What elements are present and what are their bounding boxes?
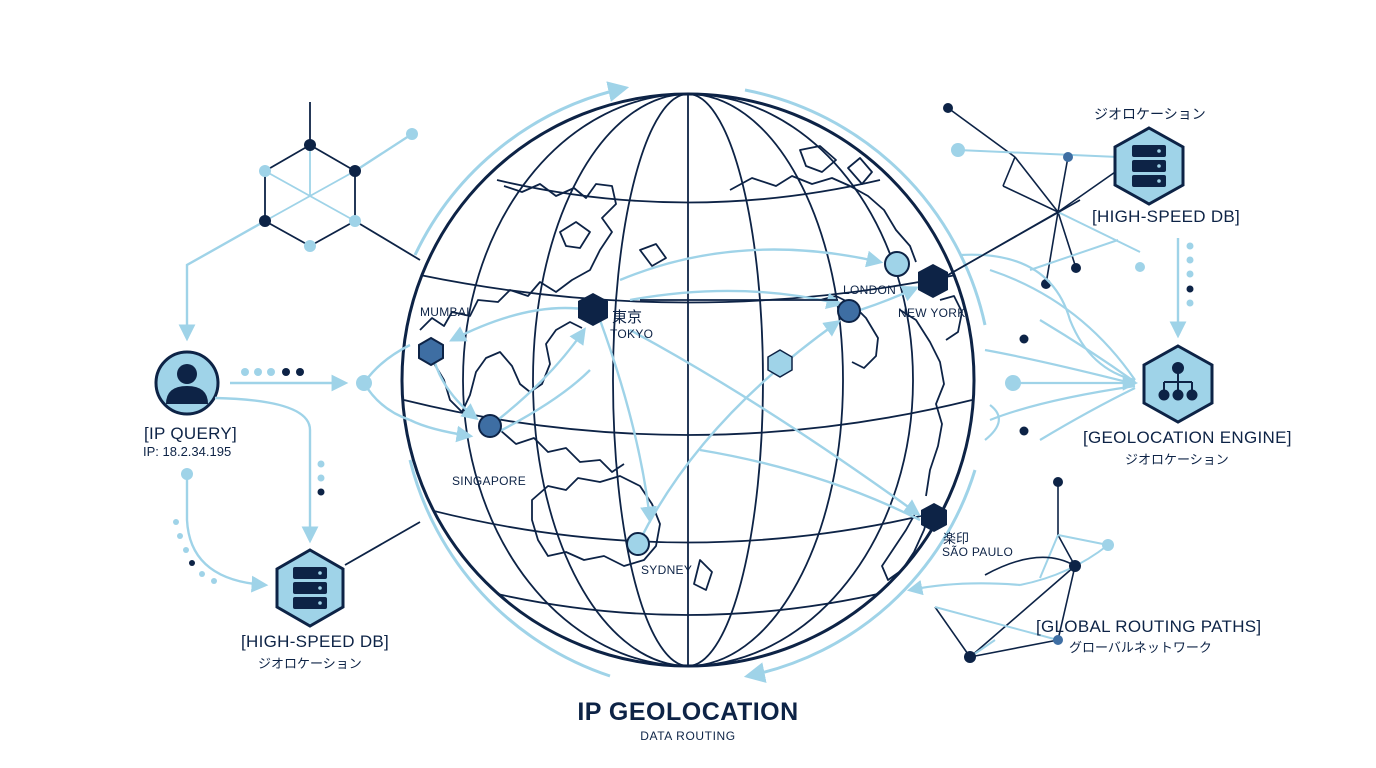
engine-fan-in xyxy=(959,253,1139,441)
globe xyxy=(400,92,976,668)
ip-query-heading: [IP QUERY] xyxy=(144,424,238,443)
left-hub-dot xyxy=(356,375,372,391)
sydney-marker[interactable] xyxy=(626,532,650,556)
db-right-heading: [HIGH-SPEED DB] xyxy=(1092,207,1241,226)
ip-query-address: IP: 18.2.34.195 xyxy=(143,444,232,459)
sydney-label: SYDNEY xyxy=(641,563,693,577)
ip-query-dots xyxy=(241,368,304,376)
left-network-graph xyxy=(178,102,421,342)
mid-route-marker xyxy=(767,349,793,378)
singapore-label: SINGAPORE xyxy=(452,474,527,488)
tokyo-jp-label: 東京 xyxy=(612,309,643,326)
london-label: LONDON xyxy=(843,283,897,297)
sao-paulo-jp-label: 楽印 xyxy=(943,531,970,546)
geolocation-engine-sub: ジオロケーション xyxy=(1125,452,1229,467)
continents xyxy=(419,145,963,591)
tokyo-label: TOKYO xyxy=(610,327,654,341)
new-york-label: NEW YORK xyxy=(898,306,966,320)
geolocation-engine-node[interactable] xyxy=(1142,344,1214,424)
routing-graph xyxy=(934,477,1114,663)
ip-query-node[interactable] xyxy=(154,350,220,416)
mumbai-label: MUMBAI xyxy=(420,305,470,319)
london-marker[interactable] xyxy=(837,299,861,323)
routing-sub: グローバルネットワーク xyxy=(1069,640,1212,655)
db-left-sub: ジオロケーション xyxy=(258,656,362,671)
geolocation-engine-heading: [GEOLOCATION ENGINE] xyxy=(1083,428,1292,447)
city-markers xyxy=(356,251,1021,556)
server-icon xyxy=(1132,145,1166,187)
tokyo-marker[interactable] xyxy=(578,293,608,326)
mumbai-marker[interactable] xyxy=(418,336,444,367)
orbit-arcs xyxy=(408,81,987,683)
db-left-node[interactable] xyxy=(275,521,421,628)
diagram-subtitle: DATA ROUTING xyxy=(640,729,736,743)
vertical-dots-right xyxy=(1186,242,1194,307)
vertical-dots-left xyxy=(317,460,325,496)
routes xyxy=(362,248,921,541)
user-icon xyxy=(166,364,208,404)
singapore-marker[interactable] xyxy=(478,414,502,438)
new-york-marker[interactable] xyxy=(918,264,948,298)
hierarchy-icon xyxy=(1158,362,1198,401)
diagram-title: IP GEOLOCATION xyxy=(577,698,799,726)
server-icon xyxy=(293,567,327,609)
arc-dots-left xyxy=(173,519,217,584)
db-left-heading: [HIGH-SPEED DB] xyxy=(241,632,390,651)
london-aux-marker xyxy=(884,251,910,277)
sao-paulo-label: SÃO PAULO xyxy=(942,545,1014,559)
routing-heading: [GLOBAL ROUTING PATHS] xyxy=(1036,617,1262,636)
sao-paulo-marker[interactable] xyxy=(921,503,947,532)
db-right-node[interactable] xyxy=(1113,126,1185,206)
db-right-sub: ジオロケーション xyxy=(1094,106,1206,122)
